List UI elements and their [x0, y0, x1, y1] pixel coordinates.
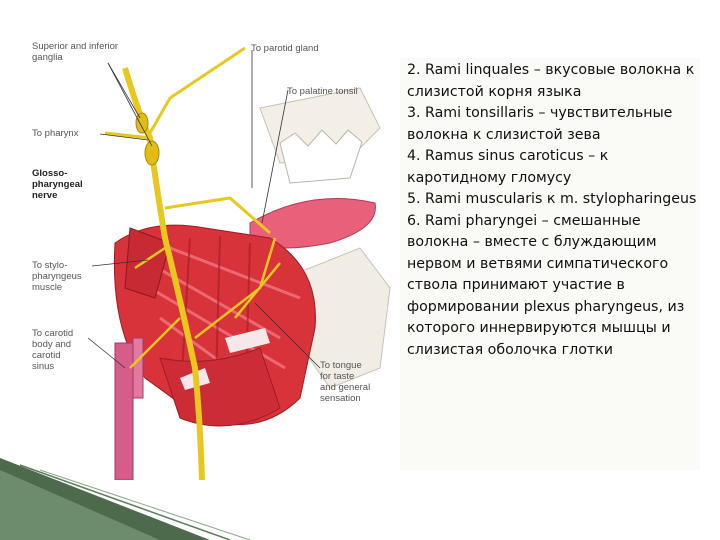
body-text: 2. Rami linquales – вкусовые волокна к с…	[407, 62, 697, 358]
anatomy-figure: Superior and inferior ganglia To parotid…	[30, 38, 400, 480]
decor-line-2	[39, 469, 251, 540]
label-carotid: To carotid body and carotid sinus	[32, 328, 74, 372]
label-glossopharyngeal-nerve: Glosso- pharyngeal nerve	[32, 168, 83, 201]
fascia-patch-1	[225, 328, 270, 353]
carotid-artery	[114, 342, 134, 480]
label-ganglia: Superior and inferior ganglia	[32, 41, 119, 63]
label-parotid-gland: To parotid gland	[251, 43, 319, 54]
nerve-branch-tongue	[194, 237, 281, 339]
nerve-branch-tonsil	[164, 196, 271, 235]
superior-ganglion	[135, 112, 149, 134]
decor-line-1	[19, 464, 231, 540]
stylopharyngeus-muscle	[124, 227, 171, 299]
label-stylopharyngeus: To stylo- pharyngeus muscle	[32, 260, 82, 293]
glossopharyngeal-illustration	[87, 46, 391, 480]
carotid-branch	[132, 337, 144, 399]
nerve-branch-parotid	[148, 46, 246, 134]
label-pharynx: To pharynx	[32, 128, 79, 139]
nerve-branch-pharynx	[104, 131, 151, 140]
nerve-branch-stylo	[134, 246, 166, 270]
teeth	[279, 129, 363, 184]
inferior-ganglion	[144, 140, 160, 166]
leader-lines	[87, 50, 321, 369]
label-palatine-tonsil: To palatine tonsil	[287, 86, 358, 97]
decor-wedge-light	[0, 470, 160, 540]
nerve-branch-carotid	[129, 317, 181, 369]
label-tongue: To tongue for taste and general sensatio…	[320, 360, 371, 404]
text-panel	[400, 58, 700, 470]
